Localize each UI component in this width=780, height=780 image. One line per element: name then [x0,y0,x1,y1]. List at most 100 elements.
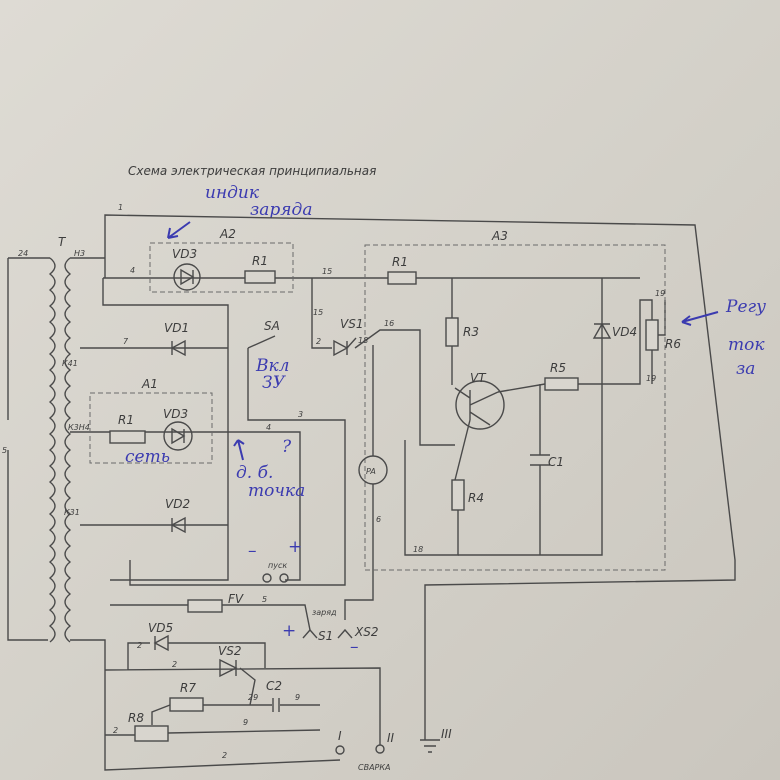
start-terminal-2[interactable] [279,573,289,583]
label-r7: R7 [180,681,196,695]
switch-sa [247,335,276,349]
wire-6: 6 [376,515,381,524]
arrow-icon [167,221,191,239]
wire-numbers: 1 4 15 15 7 2 16 18 3 4 6 18 19 19 5 2 2… [113,203,665,760]
wire-2c: 2 [113,726,118,735]
note-plus: + [288,537,302,557]
note-network: сеть [125,447,170,467]
tap-k31: К31 [64,508,80,517]
label-vd1: VD1 [164,321,189,335]
wire-7: 7 [123,337,129,346]
potentiometer-r8 [134,725,169,742]
resistor-r5 [544,377,579,391]
wire-15b: 15 [313,308,323,317]
diode-vd1 [170,339,186,357]
label-vd2: VD2 [165,497,190,511]
label-s1: S1 [318,629,333,643]
wire-4b: 4 [266,423,271,432]
label-welding: СВАРКА [358,763,391,772]
label-terminal-iii: III [441,727,452,741]
wire-18b: 18 [413,545,423,554]
wire-29: 29 [248,693,258,702]
label-c1: C1 [548,455,564,469]
wire-15a: 15 [322,267,332,276]
start-terminal-1[interactable] [262,573,272,583]
label-start: пуск [268,561,287,570]
note-indicator: индик [205,183,260,203]
wire-3: 3 [298,410,303,419]
note-charge: заряда [250,200,312,220]
wire-19b: 19 [646,374,656,383]
socket-s1[interactable] [302,628,318,639]
terminal-i[interactable] [335,745,345,755]
diagram-title: Схема электрическая принципиальная [128,164,376,178]
label-pa: PA [366,467,376,476]
wire-19a: 19 [655,289,665,298]
note-regulator-1: Регу [725,297,766,317]
wire-16: 16 [384,319,394,328]
label-fv: FV [228,592,244,606]
potentiometer-r6 [645,319,659,351]
wire-2-sa: 2 [316,337,321,346]
thyristor-vs2 [219,658,238,678]
note-minus: – [248,541,257,561]
wire-5: 5 [262,595,267,604]
label-a3: A3 [491,229,508,243]
fuse-fv [187,599,223,613]
tap-k3h4: К3Н4 [68,423,90,432]
resistor-r3 [445,317,459,347]
transformer [7,257,105,643]
label-terminal-ii: II [387,731,395,745]
note-switch-on-1: Вкл [255,356,289,376]
wiring [70,214,736,771]
label-r1-a2: R1 [252,254,268,268]
block-a1 [89,392,213,464]
led-vd3-a2 [173,263,201,291]
label-r3: R3 [463,325,479,339]
label-xs2: XS2 [354,625,378,639]
wire-1: 1 [118,203,123,212]
label-r1-a3: R1 [392,255,408,269]
thyristor-vs1 [333,337,357,357]
label-vs1: VS1 [340,317,363,331]
label-transformer: T [58,235,67,249]
tap-5: 5 [2,446,7,455]
socket-xs2[interactable] [337,628,353,639]
diode-vd2 [170,516,186,534]
diode-vd5 [153,634,169,652]
wire-2a: 2 [137,641,142,650]
wire-9b: 9 [243,718,248,727]
resistor-r7 [169,697,204,712]
capacitor-c1 [530,454,550,466]
note-question: ? [282,437,292,457]
resistor-r1-a2 [244,270,276,284]
resistor-r4 [451,479,465,511]
label-a2: A2 [219,227,236,241]
capacitor-c2 [272,698,280,712]
label-r4: R4 [468,491,484,505]
note-plus-2: + [282,621,296,641]
zener-vd4 [592,322,612,339]
label-sa: SA [264,319,280,333]
tap-h3: Н3 [74,249,85,258]
label-a1: A1 [141,377,158,391]
resistor-r1-a1 [109,430,146,444]
label-vd4: VD4 [612,325,637,339]
label-vd5: VD5 [148,621,173,635]
note-minus-2: – [350,637,359,657]
resistor-r1-a3 [387,271,417,285]
label-vd3-a1: VD3 [163,407,188,421]
led-vd3-a1 [163,421,193,451]
wire-2b: 2 [172,660,177,669]
arrow-icon [233,439,245,461]
transistor-vt [455,380,505,430]
label-r6: R6 [665,337,681,351]
tap-k41: К41 [62,359,78,368]
label-vd3-a2: VD3 [172,247,197,261]
terminal-ii[interactable] [375,744,385,754]
block-a3 [364,244,666,571]
label-r5: R5 [550,361,566,375]
label-r8: R8 [128,711,144,725]
